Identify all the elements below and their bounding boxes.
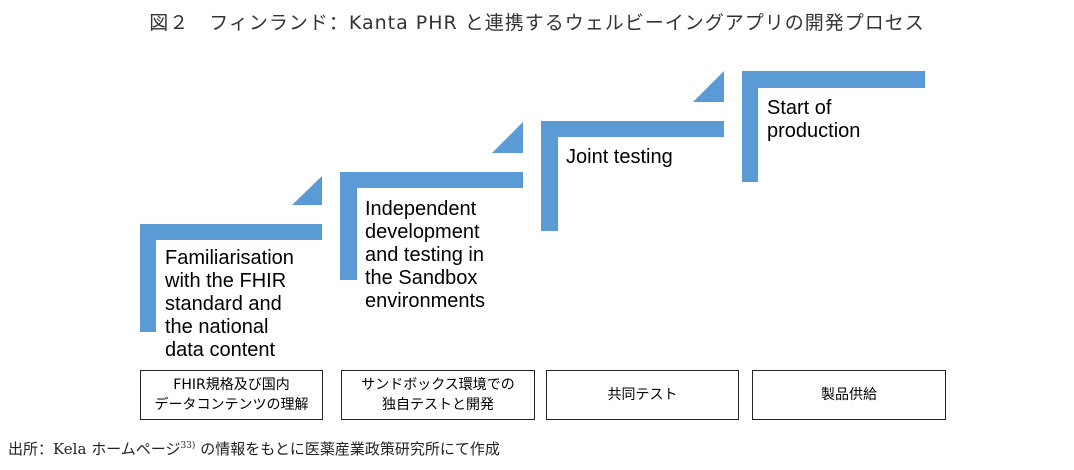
step-4-bracket — [742, 71, 925, 182]
step-3-bracket — [541, 121, 724, 231]
step-3-shape — [541, 71, 724, 231]
step-3-arrow-triangle — [693, 71, 724, 102]
step-4-shape — [742, 71, 925, 182]
step-4-jp-box: 製品供給 — [752, 370, 946, 420]
step-2-jp-box: サンドボックス環境での 独自テストと開発 — [341, 370, 535, 420]
step-2-shape — [340, 122, 523, 280]
step-4-label: Start of production — [767, 97, 861, 142]
step-1-shape — [140, 176, 322, 332]
step-2-bracket — [340, 172, 523, 280]
step-2-arrow-triangle — [492, 122, 523, 153]
step-3-label: Joint testing — [566, 146, 673, 168]
source-text-before: 出所：Kela ホームページ — [8, 440, 181, 458]
step-1-bracket — [140, 224, 322, 332]
source-note: 出所：Kela ホームページ33) の情報をもとに医薬産業政策研究所にて作成 — [8, 438, 500, 459]
step-1-arrow-triangle — [292, 176, 322, 205]
step-3-jp-box: 共同テスト — [546, 370, 739, 420]
source-reference: 33) — [180, 441, 196, 451]
step-1-jp-box: FHIR規格及び国内 データコンテンツの理解 — [140, 370, 323, 420]
figure-title: 図２ フィンランド：Kanta PHR と連携するウェルビーイングアプリの開発プ… — [149, 12, 925, 34]
source-text-after: の情報をもとに医薬産業政策研究所にて作成 — [195, 440, 500, 458]
step-1-label: Familiarisation with the FHIR standard a… — [165, 247, 294, 361]
step-2-label: Independent development and testing in t… — [365, 198, 486, 312]
